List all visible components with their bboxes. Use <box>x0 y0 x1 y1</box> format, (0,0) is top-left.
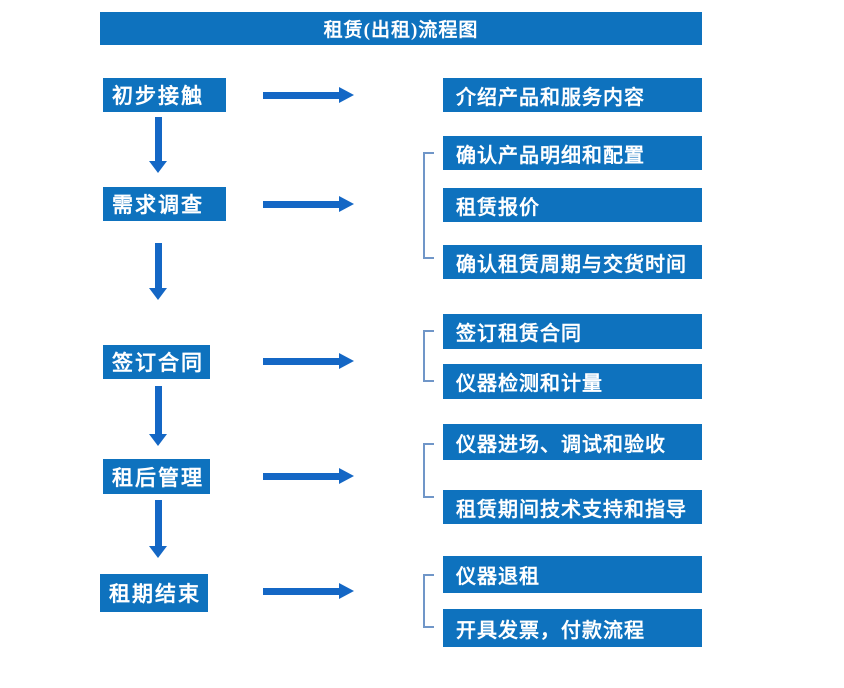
arrow-head <box>149 546 167 558</box>
arrow-head <box>339 468 354 484</box>
arrow-head <box>149 288 167 300</box>
group-bracket <box>423 443 434 498</box>
arrow-shaft <box>263 358 339 365</box>
arrow-right-icon <box>263 353 354 370</box>
group-bracket <box>423 330 434 382</box>
group-bracket <box>423 152 434 259</box>
detail-box-sign-rental-contract: 签订租赁合同 <box>443 314 702 349</box>
arrow-right-icon <box>263 583 354 600</box>
arrow-shaft <box>263 201 339 208</box>
arrow-shaft <box>155 243 162 289</box>
detail-box-confirm-rental-period-delivery: 确认租赁周期与交货时间 <box>443 245 702 279</box>
stage-box-initial-contact: 初步接触 <box>103 78 226 112</box>
arrow-shaft <box>263 473 339 480</box>
arrow-head <box>339 87 354 103</box>
arrow-right-icon <box>263 87 354 104</box>
detail-box-confirm-product-details-config: 确认产品明细和配置 <box>443 136 702 170</box>
arrow-right-icon <box>263 468 354 485</box>
arrow-head <box>339 583 354 599</box>
stage-box-sign-contract: 签订合同 <box>103 345 210 379</box>
detail-box-instrument-entry-debug-acceptance: 仪器进场、调试和验收 <box>443 424 702 460</box>
detail-box-invoice-payment-process: 开具发票，付款流程 <box>443 609 702 647</box>
arrow-right-icon <box>263 196 354 213</box>
stage-box-rental-end: 租期结束 <box>100 574 208 612</box>
arrow-head <box>339 196 354 212</box>
arrow-head <box>149 434 167 446</box>
arrow-head <box>149 161 167 173</box>
detail-box-technical-support-guidance: 租赁期间技术支持和指导 <box>443 490 702 524</box>
arrow-down-icon <box>149 243 168 300</box>
detail-box-introduce-products-services: 介绍产品和服务内容 <box>443 78 702 112</box>
arrow-down-icon <box>149 500 168 558</box>
detail-box-instrument-return: 仪器退租 <box>443 556 702 593</box>
arrow-shaft <box>155 117 162 162</box>
arrow-shaft <box>155 386 162 435</box>
stage-box-demand-survey: 需求调查 <box>103 187 226 221</box>
arrow-shaft <box>155 500 162 547</box>
arrow-shaft <box>263 588 339 595</box>
arrow-head <box>339 353 354 369</box>
arrow-shaft <box>263 92 339 99</box>
flowchart-title: 租赁(出租)流程图 <box>100 12 702 45</box>
arrow-down-icon <box>149 386 168 446</box>
detail-box-instrument-inspection-metering: 仪器检测和计量 <box>443 364 702 399</box>
stage-box-post-rental-management: 租后管理 <box>103 459 210 494</box>
detail-box-rental-quotation: 租赁报价 <box>443 188 702 222</box>
group-bracket <box>423 574 434 628</box>
arrow-down-icon <box>149 117 168 173</box>
